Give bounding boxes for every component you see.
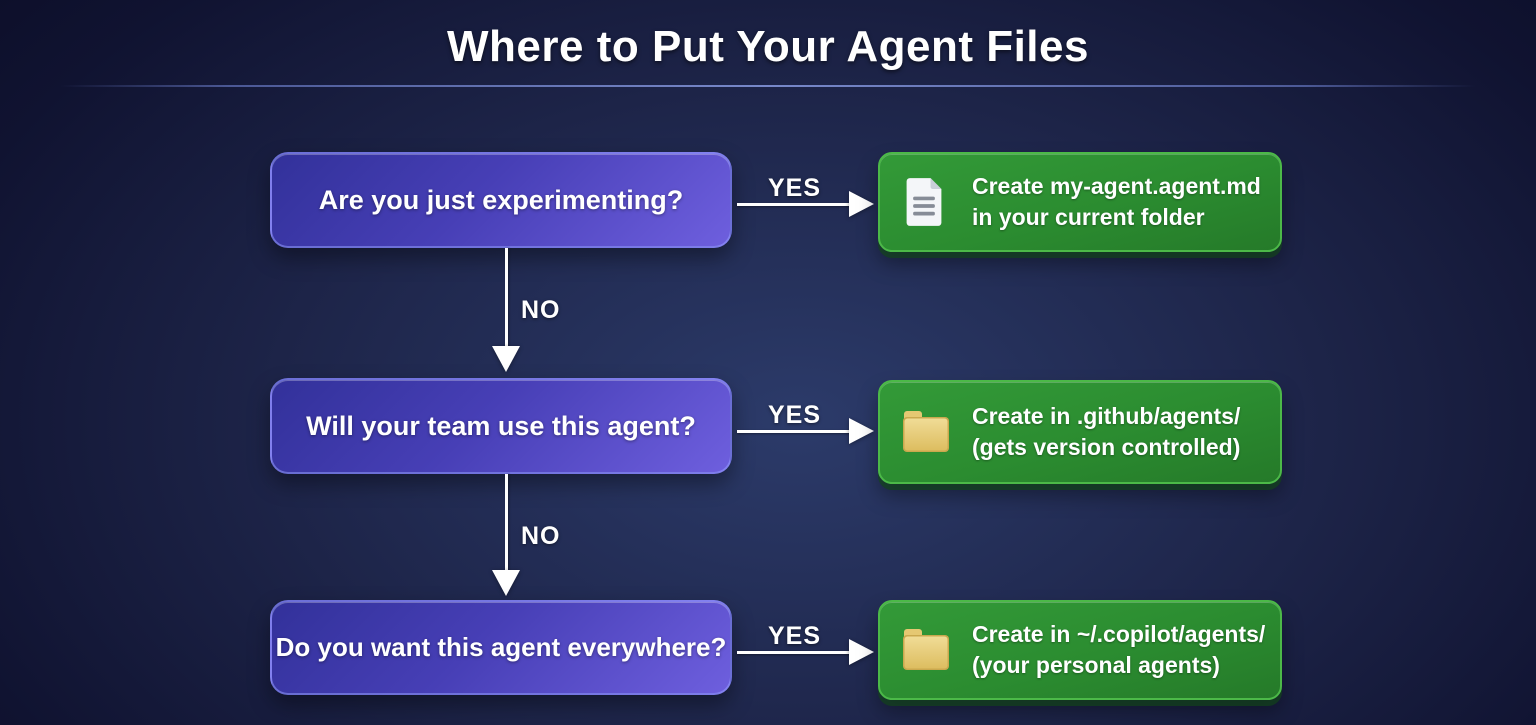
question-box-everywhere: Do you want this agent everywhere? [270, 600, 732, 695]
result-line-2: (your personal agents) [972, 652, 1220, 678]
result-text: Create in .github/agents/ (gets version … [972, 401, 1240, 463]
arrow-shaft [505, 248, 508, 348]
no-label-2: NO [521, 522, 561, 550]
arrow-head-down-icon [492, 570, 520, 596]
yes-label-2: YES [768, 401, 822, 429]
result-box-copilot-agents: Create in ~/.copilot/agents/ (your perso… [878, 600, 1282, 700]
arrow-head-down-icon [492, 346, 520, 372]
arrow-head-right-icon [849, 418, 874, 444]
arrow-shaft [737, 203, 855, 206]
result-line-1: Create in ~/.copilot/agents/ [972, 621, 1266, 647]
result-line-2: (gets version controlled) [972, 434, 1241, 460]
result-box-current-folder: Create my-agent.agent.md in your current… [878, 152, 1282, 252]
result-box-github-agents: Create in .github/agents/ (gets version … [878, 380, 1282, 484]
yes-label-3: YES [768, 622, 822, 650]
question-box-experimenting: Are you just experimenting? [270, 152, 732, 248]
folder-icon [902, 407, 950, 457]
question-text: Do you want this agent everywhere? [275, 632, 727, 662]
arrow-head-right-icon [849, 191, 874, 217]
result-line-1: Create in .github/agents/ [972, 403, 1241, 429]
arrow-shaft [737, 651, 855, 654]
document-icon [902, 177, 950, 227]
question-text: Are you just experimenting? [318, 184, 684, 215]
folder-icon [902, 625, 950, 675]
result-line-1: Create my-agent.agent.md [972, 173, 1261, 199]
yes-label-1: YES [768, 174, 822, 202]
no-label-1: NO [521, 296, 561, 324]
page-title: Where to Put Your Agent Files [447, 22, 1089, 71]
result-text: Create my-agent.agent.md in your current… [972, 171, 1261, 233]
question-text: Will your team use this agent? [306, 410, 696, 441]
title-divider [60, 85, 1476, 87]
result-text: Create in ~/.copilot/agents/ (your perso… [972, 619, 1265, 681]
question-box-team-use: Will your team use this agent? [270, 378, 732, 474]
arrow-shaft [505, 474, 508, 572]
result-line-2: in your current folder [972, 204, 1205, 230]
arrow-shaft [737, 430, 855, 433]
arrow-head-right-icon [849, 639, 874, 665]
